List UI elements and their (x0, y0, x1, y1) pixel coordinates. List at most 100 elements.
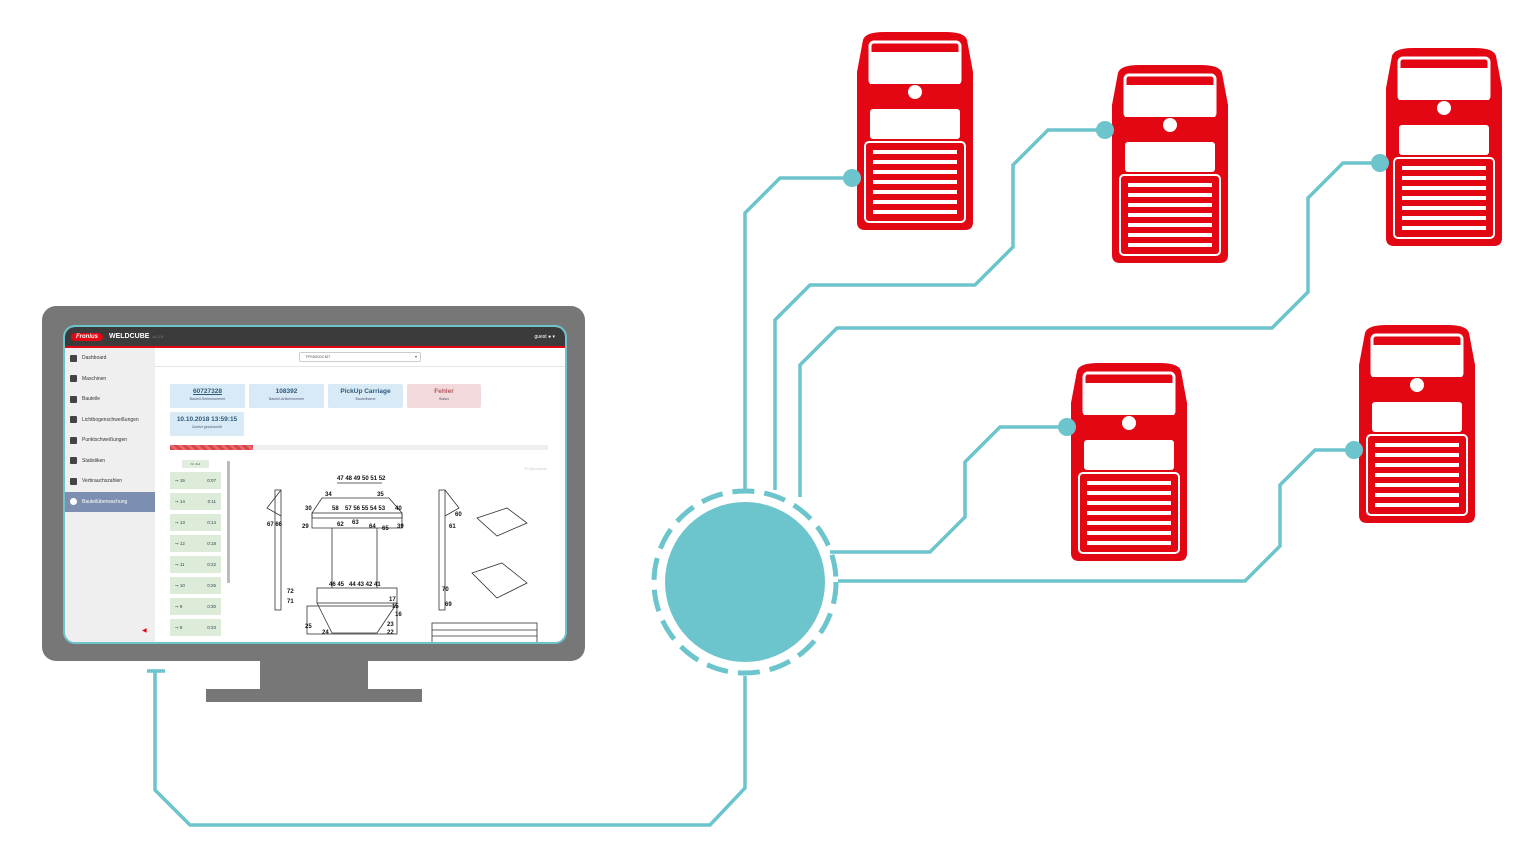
drawing-label: 71 (287, 599, 294, 605)
list-item[interactable]: ⤳ 11 0:22 (170, 556, 221, 573)
drawing-label: 22 (387, 630, 394, 636)
drawing-label: 39 (397, 524, 404, 530)
drawing-label: 23 (387, 622, 394, 628)
sidebar-item-label: Bauteile (82, 396, 101, 403)
list-item[interactable]: ⤳ 12 0:18 (170, 535, 221, 552)
weld-time: 0:22 (207, 562, 216, 567)
drawing-label: 17 (389, 597, 396, 603)
drawing-label: 64 (369, 524, 376, 530)
sidebar-item-verbrauch[interactable]: Verbrauchszahlen (65, 471, 155, 492)
drawing-label: 65 (382, 526, 389, 532)
list-item[interactable]: ⤳ 10 0:26 (170, 577, 221, 594)
card-value: 10.10.2018 13:59:15 (176, 416, 238, 423)
weld-number: ⤳ 12 (175, 541, 185, 546)
monitor-base (206, 689, 422, 702)
list-item[interactable]: ⤳ 8 0:33 (170, 619, 221, 636)
weld-number: ⤳ 15 (175, 478, 185, 483)
drawing-label: 67 66 (267, 522, 283, 528)
sidebar-item-label: Verbrauchszahlen (82, 478, 123, 485)
drawing-label: 70 (442, 587, 449, 593)
card-value[interactable]: 60727328 (193, 388, 222, 395)
collapse-sidebar-icon[interactable]: ◀ (142, 628, 147, 634)
sidebar-item-punkt[interactable]: Punktschweißungen (65, 430, 155, 451)
sidebar-item-dashboard[interactable]: Dashboard (65, 348, 155, 369)
arc-weld-icon (70, 416, 77, 424)
drawing-label: 58 (332, 506, 339, 512)
pie-icon (70, 477, 77, 485)
monitor-stand (260, 660, 368, 690)
app-title: WELDCUBE (109, 333, 150, 340)
search-icon (70, 498, 77, 506)
weld-number: ⤳ 10 (175, 583, 185, 588)
app-header: Fronius WELDCUBE v1.1.0 guest ● ▾ (65, 327, 565, 348)
drawing-label: 34 (325, 492, 332, 498)
drawing-label: 60 (455, 512, 462, 518)
drawing-label: 62 (337, 522, 344, 528)
sidebar-item-label: Statistiken (82, 457, 106, 464)
drawing-label: 25 (305, 624, 312, 630)
weld-number: ⤳ 13 (175, 520, 185, 525)
spot-weld-icon (70, 436, 77, 444)
machine-3 (1384, 46, 1504, 248)
machine-2 (1110, 63, 1230, 265)
sidebar-item-lichtbogen[interactable]: Lichtbogenschweißungen (65, 410, 155, 431)
chevron-down-icon: ▾ (414, 354, 417, 359)
drawing-watermark: Prüfprotokoll (524, 466, 547, 471)
sidebar-item-label: Maschinen (82, 375, 107, 382)
drawing-label: 69 (445, 602, 452, 608)
drawing-label: 40 (395, 506, 402, 512)
list-item[interactable]: ⤳ 14 0:11 (170, 493, 221, 510)
parts-icon (70, 395, 77, 403)
weld-time: 0:18 (207, 541, 216, 546)
weld-time: 0:33 (207, 625, 216, 630)
weld-time: 0:30 (207, 604, 216, 609)
machine-select-value: TPS5000CMT (305, 354, 331, 359)
drawing-label: 15 (392, 604, 399, 610)
connection-lines (147, 128, 1380, 827)
app-version: v1.1.0 (152, 334, 164, 339)
user-menu[interactable]: guest ● ▾ (534, 334, 555, 340)
drawing-label: 61 (449, 524, 456, 530)
machine-4 (1069, 361, 1189, 563)
hub (665, 502, 825, 662)
scrollbar[interactable] (227, 461, 230, 583)
drawing-label: 46 45 (329, 582, 345, 588)
sidebar-item-bauteile[interactable]: Bauteile (65, 389, 155, 410)
drawing-label: 35 (377, 492, 384, 498)
machine-1 (855, 30, 975, 232)
card-value: 108392 (275, 388, 298, 395)
drawing-label: 24 (322, 630, 329, 636)
weld-time: 0:11 (207, 499, 216, 504)
monitor-screen: Fronius WELDCUBE v1.1.0 guest ● ▾ Dashbo… (63, 325, 567, 644)
sidebar-item-label: Bauteilüberwachung (82, 498, 128, 505)
sidebar-item-statistiken[interactable]: Statistiken (65, 451, 155, 472)
machine-select[interactable]: TPS5000CMT ▾ (299, 352, 421, 362)
progress-fill (170, 445, 254, 450)
weld-number: ⤳ 8 (175, 625, 183, 630)
hub-ring (651, 488, 839, 676)
weld-number: ⤳ 14 (175, 499, 185, 504)
sidebar-item-maschinen[interactable]: Maschinen (65, 369, 155, 390)
user-name: guest (534, 333, 547, 340)
drawing-label: 47 48 49 50 51 52 (337, 476, 386, 482)
card-label: Zuletzt geschweißt (192, 425, 222, 429)
chart-icon (70, 457, 77, 465)
weld-time: 0:26 (207, 583, 216, 588)
sidebar-item-bauteilueberwachung[interactable]: Bauteilüberwachung (65, 491, 155, 512)
card-value: PickUp Carriage (340, 388, 391, 395)
weld-number: ⤳ 11 (175, 562, 185, 567)
drawing-label: 16 (395, 612, 402, 618)
drawing-label: 30 (305, 506, 312, 512)
sidebar-item-label: Dashboard (82, 355, 107, 362)
